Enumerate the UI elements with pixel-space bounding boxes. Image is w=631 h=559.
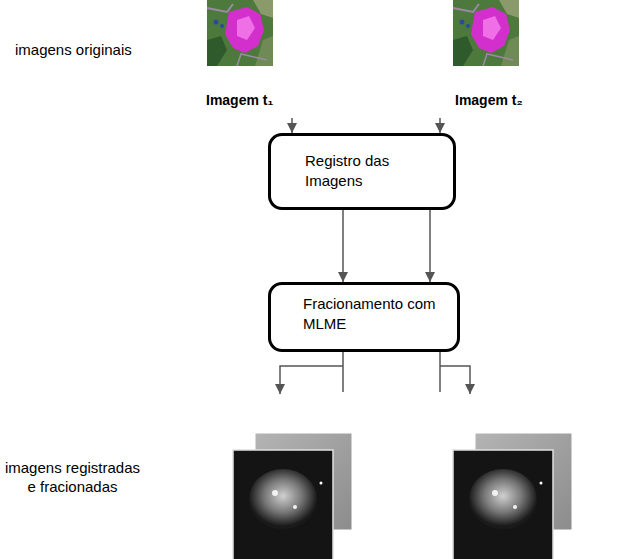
output-arrow [280,366,343,394]
process-box: Registro das Imagens [268,133,456,210]
flow-arrow [439,118,441,133]
flow-arrow [342,210,344,282]
process-box: Fracionamento com MLME [268,282,460,352]
flow-arrow [291,118,293,133]
satellite-image [207,0,273,66]
group-label: imagens registradas e fracionadas [0,458,145,496]
fraction-image-stack [233,433,352,559]
box-text: Fracionamento com MLME [303,294,448,334]
image-node: Imagem t₁ [204,0,296,118]
image-caption: Imagem t₂ [455,90,523,110]
fraction-image-stack [453,433,572,559]
satellite-image [453,0,519,66]
output-arrow [440,366,470,394]
output-line [439,352,441,392]
output-line [342,352,344,392]
image-caption: Imagem t₁ [206,90,273,110]
group-label: imagens originais [15,40,165,59]
flow-arrow [429,210,431,282]
box-text: Registro das Imagens [305,151,415,191]
image-node: Imagem t₂ [436,0,536,118]
